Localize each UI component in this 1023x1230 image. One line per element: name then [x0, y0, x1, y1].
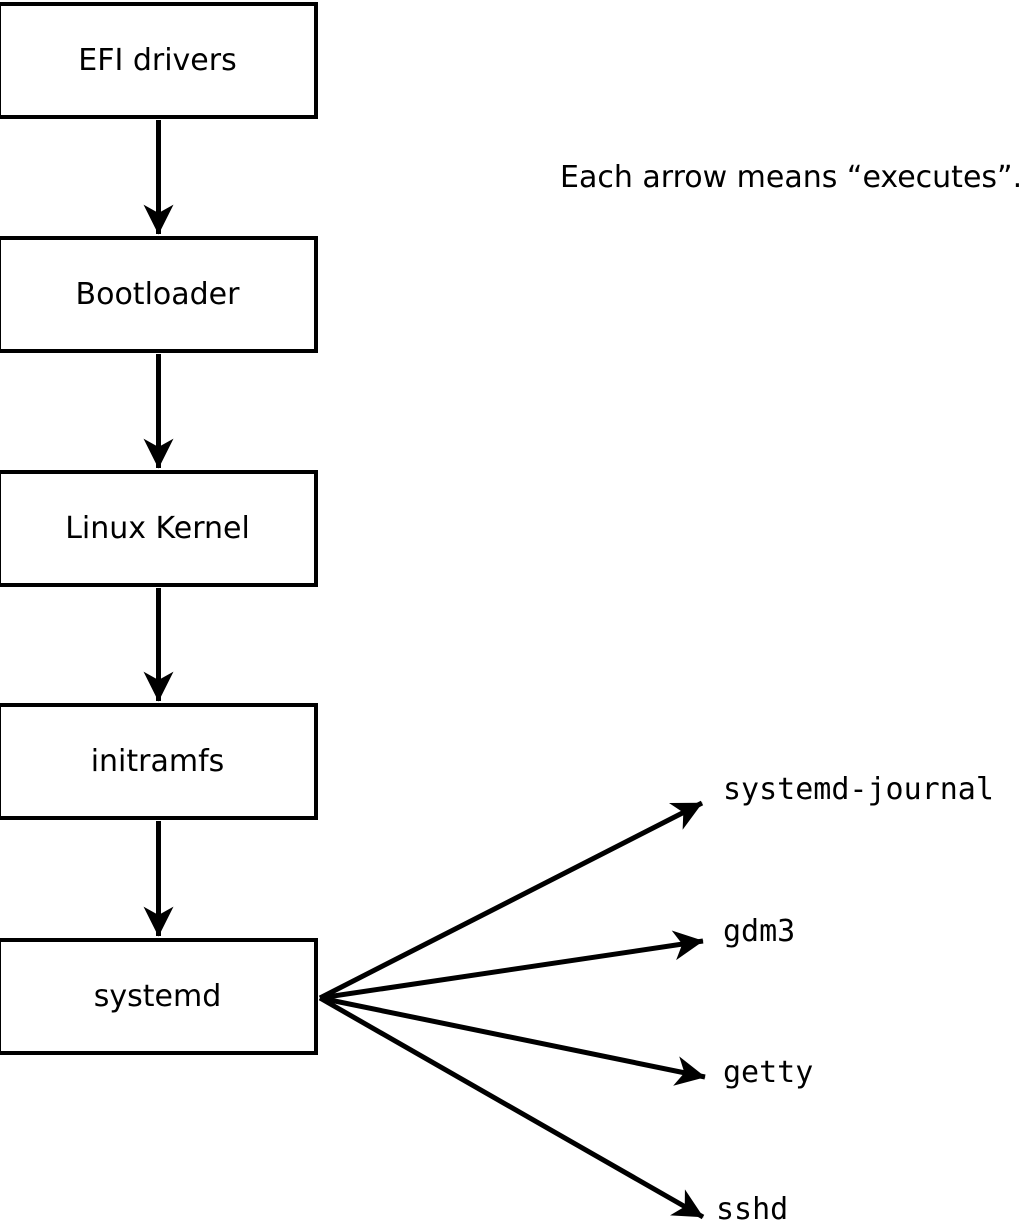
service-label-sshd: sshd: [716, 1192, 789, 1227]
arrow-systemd-to-gdm3: [319, 930, 704, 1001]
node-efi-drivers: EFI drivers: [0, 2, 318, 119]
node-systemd-label: systemd: [93, 978, 222, 1014]
node-linux-kernel-label: Linux Kernel: [65, 510, 250, 546]
arrow-meaning-annotation: Each arrow means “executes”.: [560, 160, 1023, 195]
service-label-gdm3: gdm3: [723, 914, 796, 949]
node-systemd: systemd: [0, 938, 318, 1055]
service-label-getty: getty: [723, 1055, 814, 1090]
node-initramfs-label: initramfs: [90, 743, 225, 779]
node-bootloader-label: Bootloader: [75, 276, 240, 312]
arrow-systemd-to-journal: [318, 800, 704, 1001]
node-bootloader: Bootloader: [0, 236, 318, 353]
arrow-systemd-to-getty: [319, 995, 706, 1086]
node-efi-drivers-label: EFI drivers: [78, 42, 237, 78]
node-initramfs: initramfs: [0, 703, 318, 820]
arrow-systemd-to-sshd: [318, 995, 705, 1220]
service-label-systemd-journal: systemd-journal: [723, 772, 994, 807]
node-linux-kernel: Linux Kernel: [0, 470, 318, 587]
